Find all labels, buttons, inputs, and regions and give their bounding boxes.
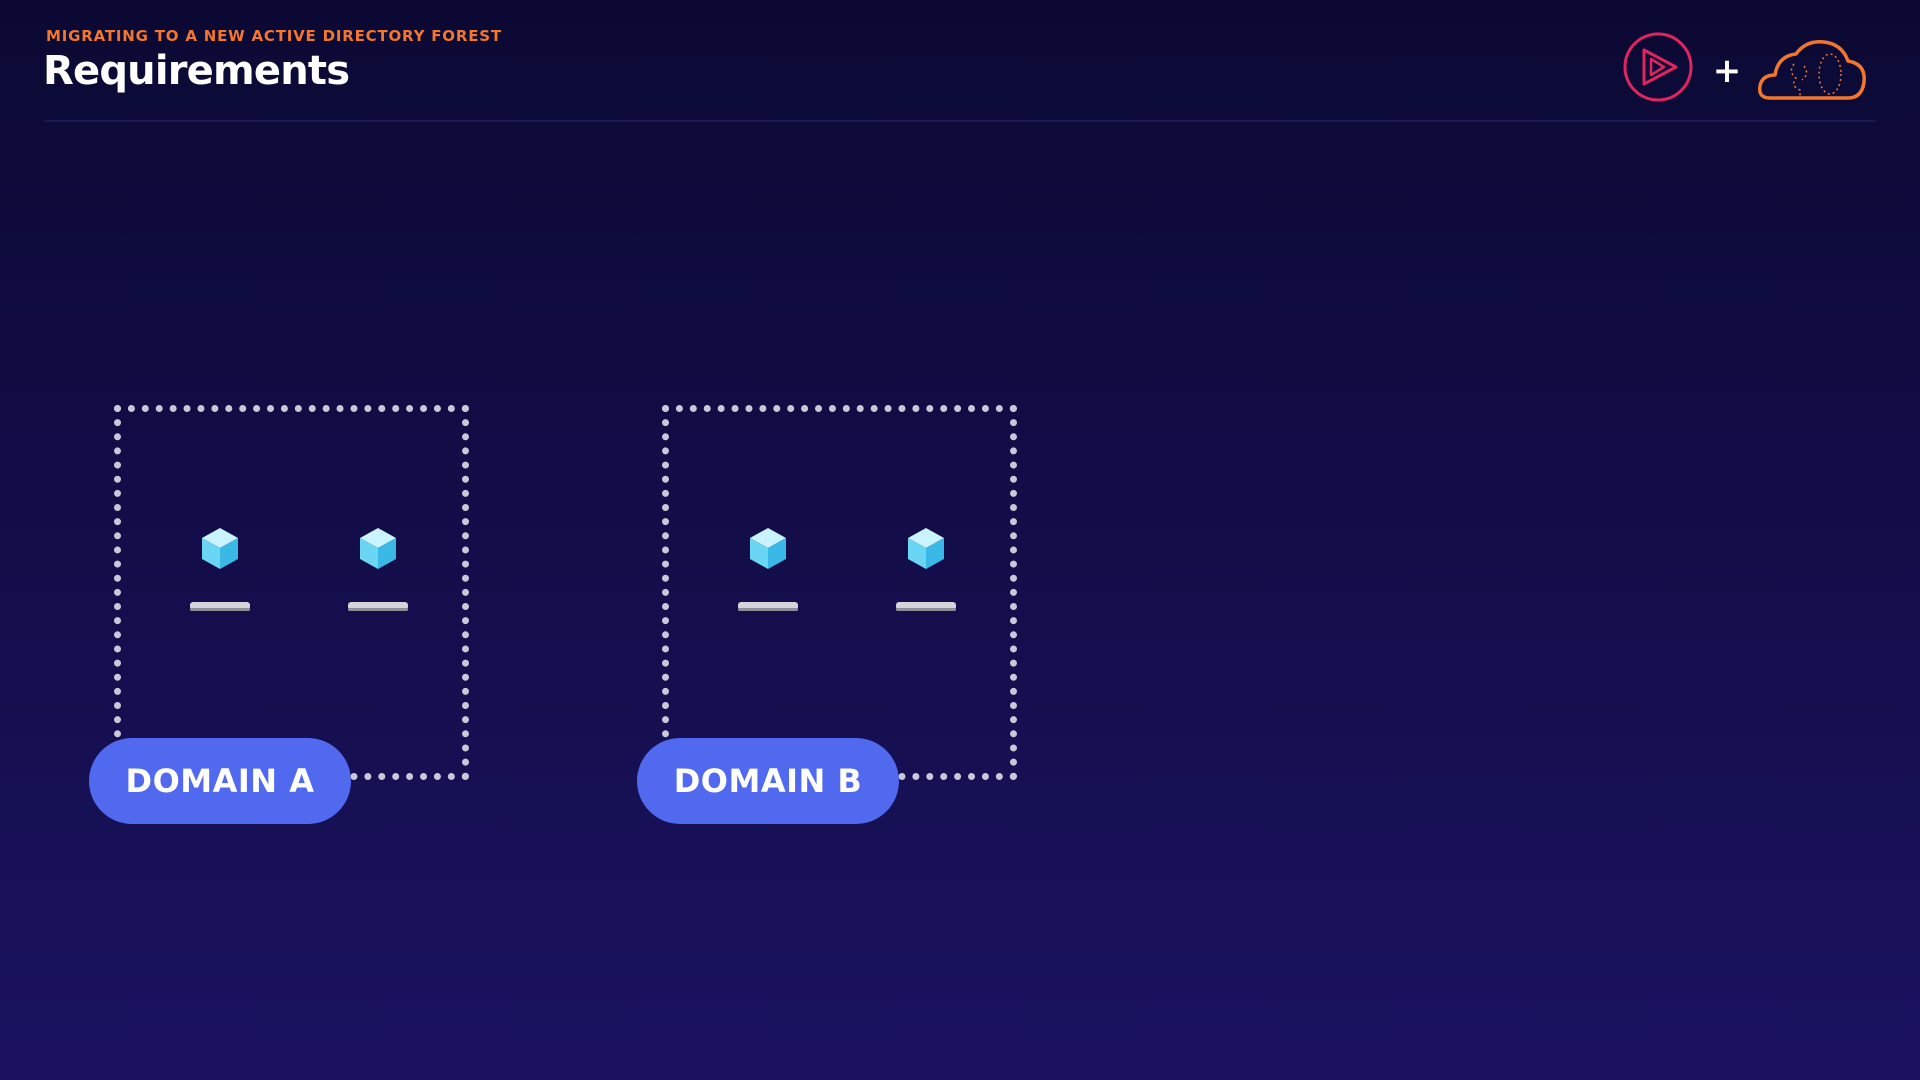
plus-symbol: + (1713, 51, 1742, 91)
header-logos: + (1620, 28, 1880, 108)
virtual-machine-icon (320, 512, 436, 611)
page-title: Requirements (43, 48, 350, 94)
section-eyebrow: MIGRATING TO A NEW ACTIVE DIRECTORY FORE… (46, 27, 502, 45)
cloud-forest-logo-icon (1757, 40, 1866, 100)
virtual-machine-icon (710, 512, 826, 611)
virtual-machine-icon (162, 512, 278, 611)
domain-label: DOMAIN B (637, 738, 899, 824)
virtual-machine-icon (868, 512, 984, 611)
domain-label: DOMAIN A (89, 738, 351, 824)
play-logo-icon (1623, 32, 1693, 102)
header-divider (44, 120, 1876, 122)
